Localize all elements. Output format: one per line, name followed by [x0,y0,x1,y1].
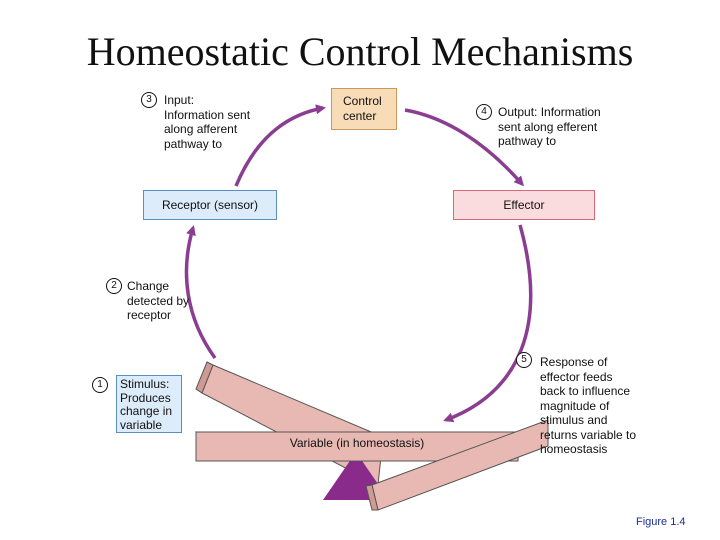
figure-caption: Figure 1.4 [636,516,686,528]
arrow-stimulus-to-receptor [184,225,217,360]
step-3-number: 3 [141,92,157,108]
step-5-number: 5 [516,352,532,368]
arrow-receptor-to-control [234,104,326,187]
seesaw-plank-front [365,419,549,511]
arrow-control-to-effector [404,108,524,187]
variable-label: Variable (in homeostasis) [289,436,425,450]
step-2-label: Change detected by receptor [127,279,190,322]
step-4-number: 4 [476,104,492,120]
receptor-box: Receptor (sensor) [143,190,277,220]
stimulus-box: Stimulus: Produces change in variable [116,375,182,433]
effector-box: Effector [453,190,595,220]
step-1-number: 1 [92,377,108,393]
step-4-label: Output: Information sent along efferent … [498,105,601,148]
step-5-label: Response of effector feeds back to influ… [540,355,637,456]
page-title: Homeostatic Control Mechanisms [86,29,634,74]
step-3-label: Input: Information sent along afferent p… [164,93,251,151]
step-2-number: 2 [106,278,122,294]
control-center-box: Control center [331,88,397,130]
arrow-effector-to-variable [443,224,533,423]
